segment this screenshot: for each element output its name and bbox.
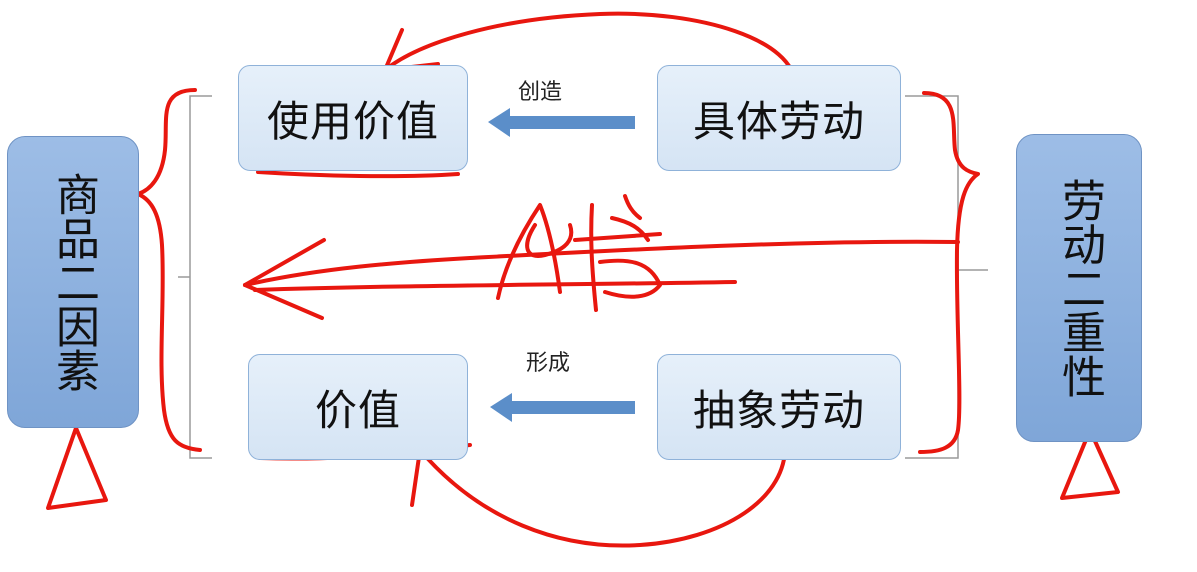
ink-underline-use-value: [256, 170, 460, 179]
dual-labor-box: 劳动二重性: [1016, 134, 1142, 442]
ink-right-brace: [918, 91, 980, 454]
handwriting-annotations: [46, 11, 1120, 548]
create-arrow: [488, 108, 635, 137]
ink-bottom-arc-arrow: [418, 438, 788, 548]
create-label: 创造: [518, 80, 563, 105]
ink-top-arc-arrow: [383, 11, 797, 87]
ink-left-triangle: [46, 426, 108, 510]
ink-middle-long-arrow: [243, 239, 960, 287]
value-box: 价值: [248, 354, 468, 460]
commodity-two-factors-box: 商品二因素: [7, 136, 139, 428]
concrete-labor-box: 具体劳动: [657, 65, 901, 171]
form-arrow: [490, 393, 635, 422]
abstract-labor-box: 抽象劳动: [657, 354, 901, 460]
right-bracket: [905, 95, 988, 459]
left-bracket: [178, 95, 212, 459]
ink-scribble-chuang: [496, 203, 574, 300]
form-label: 形成: [526, 351, 571, 376]
use-value-box: 使用价值: [238, 65, 468, 171]
ink-right-triangle: [1060, 428, 1120, 500]
ink-left-brace: [136, 88, 202, 452]
ink-middle-underline: [253, 280, 737, 292]
ink-scribble-zao: [573, 194, 662, 312]
